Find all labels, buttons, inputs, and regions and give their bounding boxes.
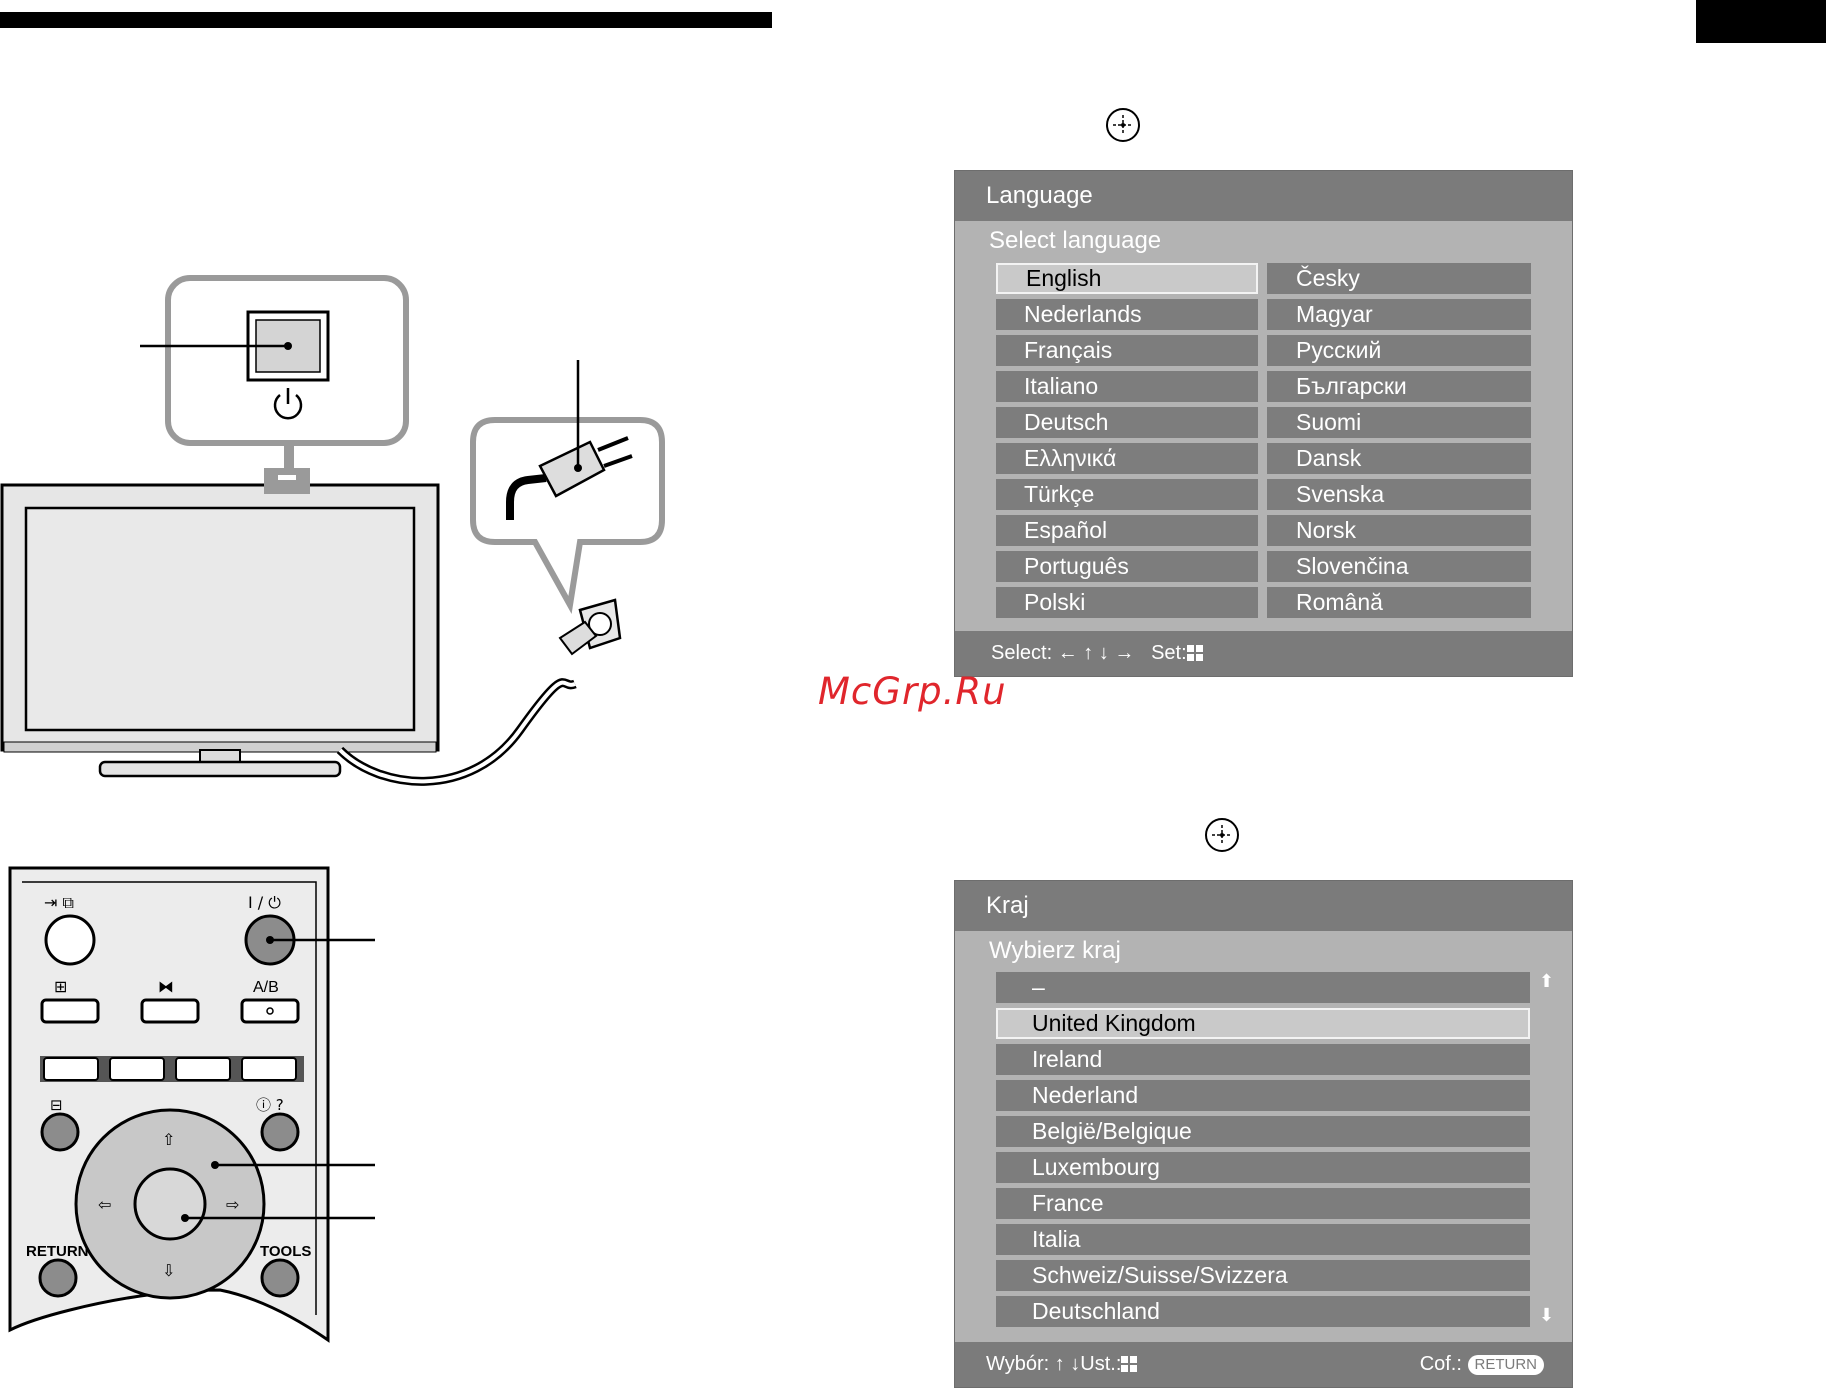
corner-tab [1696, 0, 1826, 43]
power-plug-icon [506, 436, 633, 520]
language-option[interactable]: Ελληνικά [996, 443, 1258, 474]
power-label: I / ⏻ [248, 893, 281, 912]
country-option[interactable]: Schweiz/Suisse/Svizzera [996, 1260, 1530, 1291]
scroll-up-icon[interactable]: ⬆ [1539, 971, 1555, 991]
svg-text:⧓: ⧓ [158, 977, 174, 996]
country-option[interactable]: Nederland [996, 1080, 1530, 1111]
country-option[interactable]: France [996, 1188, 1530, 1219]
svg-text:⊞: ⊞ [54, 977, 67, 996]
ok-button [133, 1167, 207, 1241]
language-option[interactable]: Türkçe [996, 479, 1258, 510]
country-option[interactable]: Luxembourg [996, 1152, 1530, 1183]
top-rule [0, 12, 772, 28]
country-menu-footer: Wybór: ↑ ↓Ust.: Cof.: RETURN [955, 1342, 1572, 1387]
language-option[interactable]: Română [1267, 587, 1531, 618]
svg-text:⊟: ⊟ [50, 1096, 63, 1114]
language-option[interactable]: English [996, 263, 1258, 294]
language-option[interactable]: Česky [1267, 263, 1531, 294]
country-menu-subtitle: Wybierz kraj [989, 937, 1121, 964]
footer-set-label: Set: [1151, 642, 1187, 664]
input-button [44, 914, 96, 966]
svg-text:⇧: ⇧ [162, 1130, 175, 1149]
footer-select-label: Select: [991, 642, 1053, 664]
ok-icon [1121, 1356, 1138, 1372]
footer-arrows: ← ↑ ↓ → [1057, 642, 1135, 664]
language-menu-subtitle: Select language [989, 227, 1162, 254]
language-option[interactable]: Magyar [1267, 299, 1531, 330]
remote-illustration: ⇥ ⧉ I / ⏻ ⊞ ⧓ A/B ⊟ ⓘ ? ⇧ ⇩ ⇦ ⇨ RETURN T… [8, 866, 375, 1343]
ab-label: A/B [253, 979, 279, 996]
footer-set-label: Ust.: [1080, 1353, 1122, 1375]
language-option[interactable]: Nederlands [996, 299, 1258, 330]
language-option[interactable]: Norsk [1267, 515, 1531, 546]
language-option[interactable]: Italiano [996, 371, 1258, 402]
country-option[interactable]: – [996, 972, 1530, 1003]
tv-illustration [0, 275, 665, 786]
footer-back-label: Cof.: [1419, 1353, 1462, 1375]
return-label: RETURN [26, 1243, 89, 1260]
country-option[interactable]: Italia [996, 1224, 1530, 1255]
country-option[interactable]: Ireland [996, 1044, 1530, 1075]
language-option[interactable]: Suomi [1267, 407, 1531, 438]
svg-text:⇩: ⇩ [162, 1261, 175, 1280]
scroll-down-icon[interactable]: ⬇ [1539, 1305, 1555, 1325]
country-menu-title: Kraj [955, 881, 1572, 931]
language-option[interactable]: Svenska [1267, 479, 1531, 510]
country-option[interactable]: United Kingdom [996, 1008, 1530, 1039]
language-option[interactable]: Русский [1267, 335, 1531, 366]
language-option[interactable]: Français [996, 335, 1258, 366]
country-option[interactable]: Deutschland [996, 1296, 1530, 1327]
tools-label: TOOLS [260, 1243, 311, 1260]
svg-text:⇨: ⇨ [226, 1195, 239, 1214]
language-option[interactable]: Português [996, 551, 1258, 582]
enter-icon-1 [1106, 108, 1140, 142]
svg-text:⇦: ⇦ [98, 1195, 111, 1214]
svg-text:⇥ ⧉: ⇥ ⧉ [44, 893, 74, 912]
wall-socket-icon [558, 598, 622, 656]
language-option[interactable]: Slovenčina [1267, 551, 1531, 582]
footer-select-label: Wybór: [986, 1353, 1050, 1375]
enter-icon-2 [1205, 818, 1239, 852]
language-option[interactable]: Deutsch [996, 407, 1258, 438]
svg-text:ⓘ ?: ⓘ ? [256, 1096, 284, 1114]
language-menu-title: Language [955, 171, 1572, 221]
language-option[interactable]: Dansk [1267, 443, 1531, 474]
language-option[interactable]: Български [1267, 371, 1531, 402]
watermark: McGrp.Ru [818, 670, 1007, 713]
language-option[interactable]: Español [996, 515, 1258, 546]
return-icon: RETURN [1467, 1355, 1544, 1375]
language-menu-footer: Select: ← ↑ ↓ → Set: [955, 631, 1572, 676]
language-option[interactable]: Polski [996, 587, 1258, 618]
footer-arrows: ↑ ↓ [1054, 1353, 1081, 1375]
country-option[interactable]: België/Belgique [996, 1116, 1530, 1147]
standby-symbol-icon [273, 388, 303, 420]
ok-icon [1186, 645, 1203, 661]
